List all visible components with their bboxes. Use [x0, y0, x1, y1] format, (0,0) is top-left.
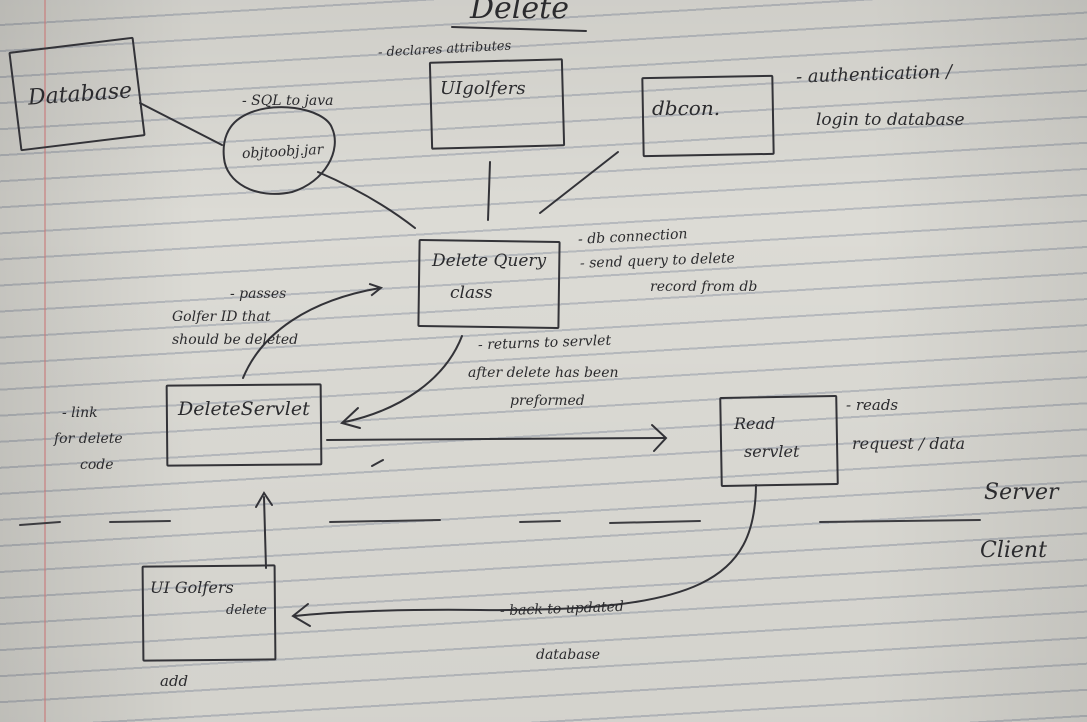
note-link-line1: - link [62, 405, 98, 421]
server-client-divider-3 [329, 519, 441, 523]
delete-query-label: Delete Query [432, 251, 547, 271]
note-add: add [160, 672, 189, 690]
note-back-line1: - back to updated [499, 598, 625, 620]
delete-servlet-label: DeleteServlet [178, 398, 310, 420]
servlet-to-query-arrow [242, 288, 380, 379]
delete-servlet-box [165, 383, 323, 467]
note-reads-line1: - reads [846, 396, 899, 414]
note-passes-line2: Golfer ID that [172, 309, 271, 325]
read-to-ui-arrowhead [291, 603, 311, 627]
title-underline [451, 26, 587, 32]
db-to-jar-line [139, 102, 223, 146]
jar-circle [222, 106, 336, 195]
servlet-to-read-arrowhead [651, 424, 668, 452]
dbcon-label: dbcon. [652, 96, 721, 120]
margin-line [44, 0, 46, 722]
query-to-servlet-arrow [344, 335, 463, 423]
note-link-line2: for delete [54, 431, 123, 447]
ui-golfers-top-label: UIgolfers [440, 78, 526, 99]
client-label: Client [980, 538, 1047, 563]
read-servlet-label: Read [734, 414, 776, 433]
server-client-divider-5 [609, 520, 701, 524]
note-returns-line2: after delete has been [468, 365, 619, 381]
read-to-ui-arrow [294, 484, 757, 617]
server-client-divider-6 [819, 519, 981, 523]
read-servlet-sublabel: servlet [744, 442, 800, 461]
ui-golfers-bottom-label: UI Golfers [150, 578, 234, 597]
note-send-query-line2: record from db [650, 279, 758, 295]
note-passes-line3: should be deleted [172, 332, 299, 348]
note-sql-to-java: - SQL to java [242, 93, 334, 109]
jar-label: objtoobj.jar [241, 141, 324, 163]
server-client-divider-4 [519, 520, 561, 523]
stray-mark [371, 459, 384, 467]
ui-golfers-top-box [428, 58, 566, 150]
ui-golfers-bottom-delete: delete [226, 603, 267, 618]
uigolfers-to-query-line [487, 161, 491, 221]
server-client-divider-1 [19, 521, 61, 526]
jar-to-query-line [317, 171, 416, 229]
read-servlet-box [719, 394, 839, 488]
note-link-line3: code [80, 457, 114, 473]
note-back-line2: database [536, 647, 601, 663]
ui-to-servlet-arrow [263, 496, 267, 569]
server-client-divider-2 [109, 520, 171, 523]
dbcon-to-query-line [539, 151, 619, 214]
server-label: Server [984, 480, 1059, 505]
query-to-servlet-arrowhead [340, 407, 361, 429]
servlet-to-read-arrow [326, 437, 665, 441]
note-auth-line2: login to database [816, 110, 965, 130]
page-title: Delete [470, 0, 569, 26]
note-reads-line2: request / data [852, 434, 966, 453]
delete-query-sublabel: class [450, 283, 493, 303]
ui-to-servlet-arrowhead [255, 491, 273, 508]
note-returns-line3: preformed [510, 393, 585, 409]
note-passes-line1: - passes [230, 286, 287, 302]
